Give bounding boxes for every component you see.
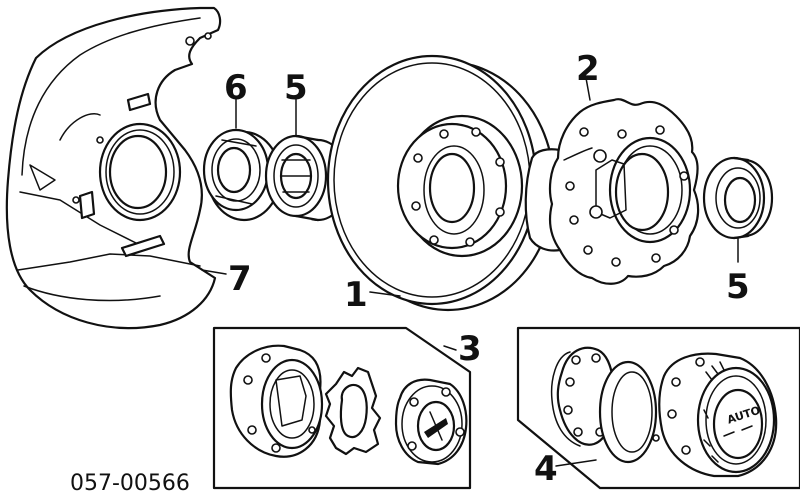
free-wheel-hub-manual-box (212, 326, 472, 490)
dust-shield (5, 6, 222, 330)
callout-inner-race: 6 (224, 68, 248, 108)
part-code: 057-00566 (70, 471, 190, 496)
callout-free-wheel-hub-manual: 3 (458, 329, 482, 369)
callout-rotor: 1 (344, 275, 368, 315)
callout-inner-bearing: 5 (726, 267, 750, 307)
inner-race (202, 128, 282, 222)
brake-rotor (326, 54, 556, 312)
wheel-hub (524, 98, 700, 285)
callout-outer-bearing: 5 (284, 68, 308, 108)
leader-lines (201, 77, 739, 467)
free-wheel-hub-auto-box: AUTO (516, 326, 800, 490)
callout-dust-shield: 7 (228, 259, 252, 299)
callout-hub: 2 (576, 49, 600, 89)
callout-free-wheel-hub-auto: 4 (534, 449, 558, 489)
inner-bearing (702, 156, 774, 240)
